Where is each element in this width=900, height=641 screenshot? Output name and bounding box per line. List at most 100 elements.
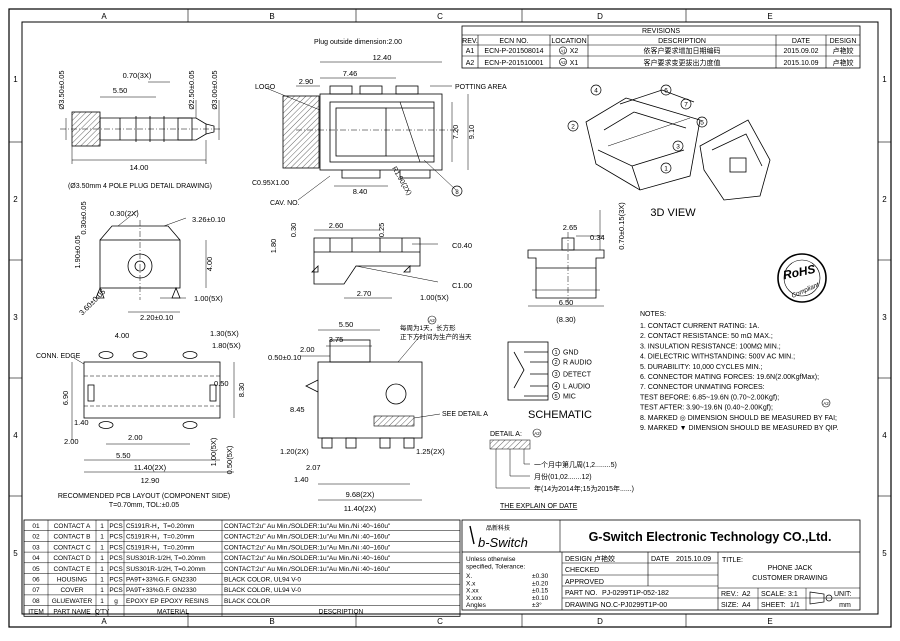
zone-row-left-2: 2 xyxy=(13,195,18,204)
svg-text:0.50: 0.50 xyxy=(214,379,229,388)
svg-text:3.75: 3.75 xyxy=(329,335,344,344)
svg-text:2.60: 2.60 xyxy=(329,221,344,230)
svg-text:07: 07 xyxy=(32,587,40,594)
svg-text:4.00: 4.00 xyxy=(205,257,214,272)
side-view xyxy=(95,209,207,313)
outer-border xyxy=(8,8,892,628)
svg-text:EPOXY EP EPOXY RESINS: EPOXY EP EPOXY RESINS xyxy=(126,598,209,605)
svg-text:±3°: ±3° xyxy=(532,601,542,609)
svg-text:CONTACT:2u" Au Min./SOLDER:1u": CONTACT:2u" Au Min./SOLDER:1u"Au Min./Ni… xyxy=(224,534,391,541)
svg-text:ECN-P-201508014: ECN-P-201508014 xyxy=(484,48,543,55)
svg-text:2.20±0.10: 2.20±0.10 xyxy=(140,313,173,322)
zone-col-bottom-C: C xyxy=(437,617,443,626)
side-view-dims: 0.30±0.05 1.90±0.05 0.30(2X) 3.26±0.10 4… xyxy=(73,201,225,322)
bottom-view xyxy=(300,329,441,501)
svg-text:PCS: PCS xyxy=(109,534,123,541)
svg-text:2.90: 2.90 xyxy=(299,77,314,86)
svg-text:2: 2 xyxy=(571,124,575,131)
svg-text:7.46: 7.46 xyxy=(343,69,358,78)
svg-text:0.34: 0.34 xyxy=(590,233,605,242)
detail-a-caption: THE EXPLAIN OF DATE xyxy=(500,503,578,510)
3d-view xyxy=(585,89,771,201)
svg-text:0.25: 0.25 xyxy=(377,223,386,238)
design-name: 卢艳姣 xyxy=(594,554,615,563)
svg-text:01: 01 xyxy=(32,523,40,530)
end-view-dims: 2.65 0.34 0.70±0.15(3X) 6.50 (8.30) xyxy=(556,202,626,324)
svg-text:6: 6 xyxy=(664,88,668,95)
design-label: DESIGN xyxy=(565,556,592,563)
zone-col-bottom-B: B xyxy=(269,617,274,626)
svg-text:8.45: 8.45 xyxy=(290,405,305,414)
svg-text:1.40: 1.40 xyxy=(74,418,89,427)
zone-row-left-5: 5 xyxy=(13,549,18,558)
svg-text:CONTACT C: CONTACT C xyxy=(53,544,91,551)
svg-text:COVER: COVER xyxy=(60,587,83,594)
svg-text:SIZE:: SIZE: xyxy=(721,602,739,609)
svg-text:C5191R-H，T=0.20mm: C5191R-H，T=0.20mm xyxy=(126,544,194,551)
zone-col-top-D: D xyxy=(597,12,603,21)
rev-row-a2: A2 ECN-P-201510001 A2 X1 客户要求变更拔出力度值 201… xyxy=(466,58,854,67)
svg-text:1: 1 xyxy=(100,544,104,551)
svg-text:1: 1 xyxy=(100,534,104,541)
svg-text:HOUSING: HOUSING xyxy=(57,577,87,584)
svg-text:品新科技: 品新科技 xyxy=(486,524,510,532)
svg-text:0.70(3X): 0.70(3X) xyxy=(123,71,152,80)
svg-text:CONTACT:2u" Au Min./SOLDER:1u": CONTACT:2u" Au Min./SOLDER:1u"Au Min./Ni… xyxy=(224,544,391,551)
svg-text:BLACK COLOR, UL94 V-0: BLACK COLOR, UL94 V-0 xyxy=(224,577,301,584)
svg-text:C0.40: C0.40 xyxy=(452,241,472,250)
note-item: 2. CONTACT RESISTANCE: 50 mΩ MAX.; xyxy=(640,333,773,340)
company-logo: 品新科技 b-Switch xyxy=(469,524,528,550)
svg-text:ITEM: ITEM xyxy=(28,609,44,616)
unit-value: mm xyxy=(839,602,851,609)
rev-header-date: DATE xyxy=(792,38,810,45)
svg-text:A2: A2 xyxy=(466,60,475,67)
svg-text:1: 1 xyxy=(100,566,104,573)
svg-text:0.70±0.15(3X): 0.70±0.15(3X) xyxy=(617,202,626,250)
plug-outside-callout: Plug outside dimension:2.00 xyxy=(314,39,402,46)
svg-text:1: 1 xyxy=(100,555,104,562)
see-detail-a-label: SEE DETAIL A xyxy=(442,411,488,418)
svg-text:0.50(5X): 0.50(5X) xyxy=(225,445,234,474)
svg-text:1.20(2X): 1.20(2X) xyxy=(280,447,309,456)
svg-text:CONTACT B: CONTACT B xyxy=(54,534,91,541)
tolerance-row: Angles±3° xyxy=(466,601,542,609)
svg-text:5: 5 xyxy=(700,120,704,127)
pcb-layout-dims: 4.00 1.30(5X) 1.80(5X) 0.50 8.30 6.90 1.… xyxy=(36,329,246,509)
note-item: 9. MARKED ▼ DIMENSION SHOULD BE MEASURED… xyxy=(640,425,838,432)
tolerance-row: X.xxx±0.10 xyxy=(466,595,549,602)
svg-text:PCS: PCS xyxy=(109,523,123,530)
part-no-label: PART NO. xyxy=(565,590,597,597)
svg-text:1.40: 1.40 xyxy=(294,475,309,484)
notes-title: NOTES: xyxy=(640,311,666,318)
svg-text:A2: A2 xyxy=(560,60,566,65)
plug-detail-dims: Ø3.50±0.05 5.50 0.70(3X) Ø2.50±0.05 Ø3.0… xyxy=(57,70,219,190)
svg-text:1.00(5X): 1.00(5X) xyxy=(420,293,449,302)
svg-text:A1: A1 xyxy=(560,49,566,54)
inner-border xyxy=(21,21,879,615)
date-label: DATE xyxy=(651,556,669,563)
svg-text:ECN-P-201510001: ECN-P-201510001 xyxy=(484,60,543,67)
zone-row-left-3: 3 xyxy=(13,313,18,322)
zone-row-left-1: 1 xyxy=(13,75,18,84)
svg-text:3: 3 xyxy=(676,144,680,151)
pcb-caption-tol: T=0.70mm, TOL:±0.05 xyxy=(109,502,179,509)
svg-text:3: 3 xyxy=(554,372,557,378)
cav-no-label: CAV. NO. xyxy=(270,200,300,207)
svg-text:0.30: 0.30 xyxy=(289,223,298,238)
3d-view-label: 3D VIEW xyxy=(650,207,696,219)
svg-text:0.30±0.05: 0.30±0.05 xyxy=(79,201,88,234)
svg-text:2015.09.02: 2015.09.02 xyxy=(783,48,818,55)
schematic-title: SCHEMATIC xyxy=(528,409,592,421)
drawing-no: C-PJ0299T1P-00 xyxy=(613,602,667,609)
note-revision-mark: A2 xyxy=(821,398,831,408)
revisions-table: REVISIONS REV. ECN NO. LOCATION DESCRIPT… xyxy=(461,25,861,69)
svg-text:PCS: PCS xyxy=(109,577,123,584)
zone-col-top-A: A xyxy=(101,12,107,21)
